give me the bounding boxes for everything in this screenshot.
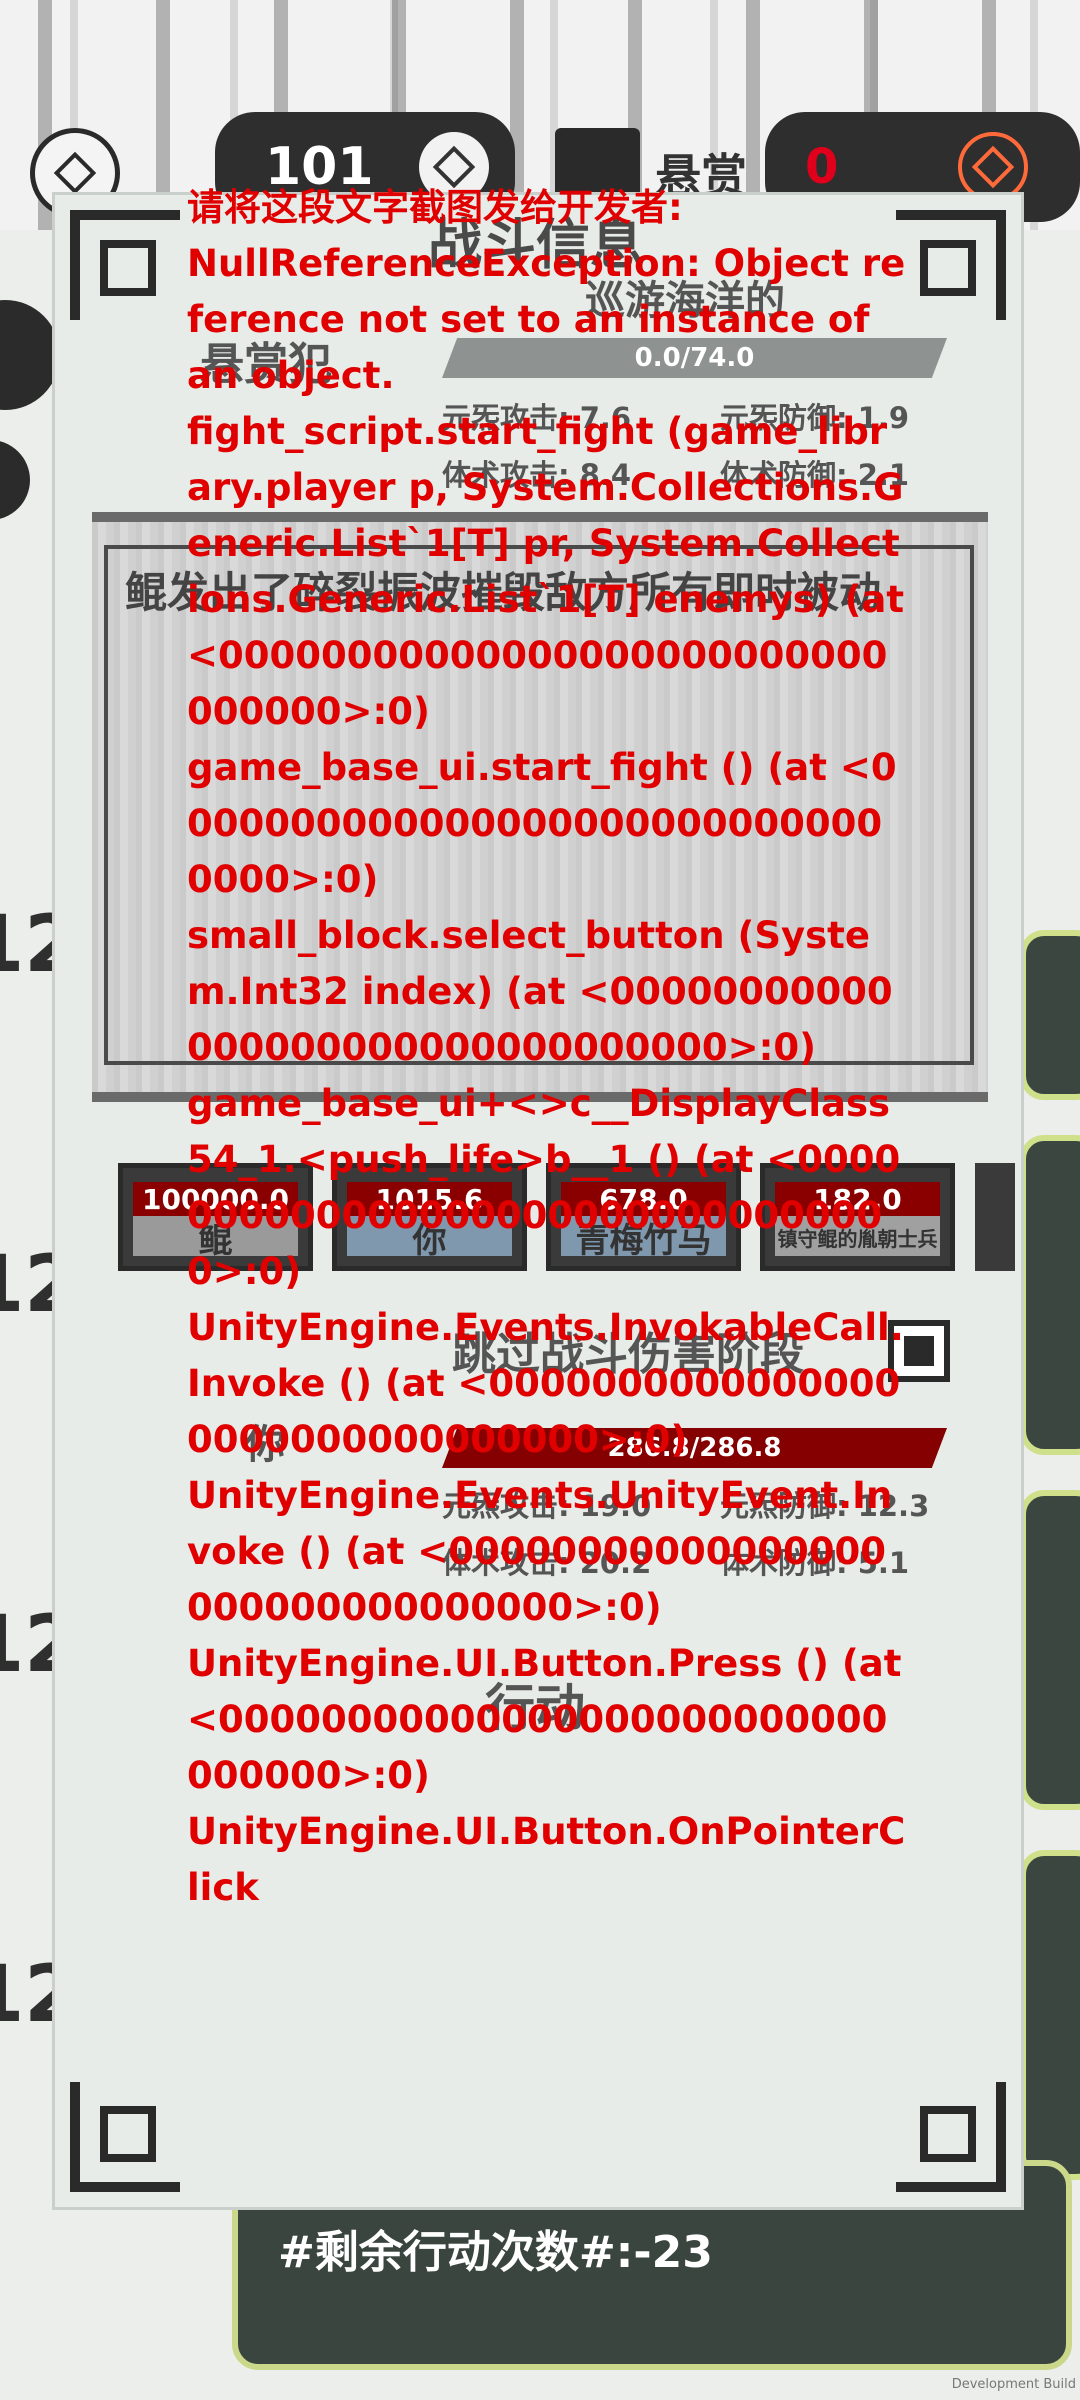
action-button[interactable]: 行动: [485, 1679, 585, 1737]
unit-card-partial[interactable]: [975, 1163, 1015, 1271]
side-tab[interactable]: [1020, 1850, 1080, 2180]
enemy-name: 巡游海洋的: [585, 278, 785, 324]
battle-message-box: [92, 512, 988, 1102]
checkbox-icon[interactable]: [888, 1320, 950, 1382]
unit-name: 你: [412, 1220, 447, 1261]
unit-hp: 678.0: [561, 1182, 726, 1216]
unit-name: 鲲: [198, 1220, 233, 1261]
remaining-actions: #剩余行动次数#:-23: [278, 2227, 713, 2278]
player-hp-bar: 286.8/286.8: [442, 1428, 947, 1468]
panel-title: 战斗信息: [428, 213, 644, 276]
unit-card[interactable]: 1015.6 你: [332, 1163, 527, 1271]
enemy-body-atk: 体术攻击: 8.4: [442, 458, 632, 492]
unit-hp: 1015.6: [347, 1182, 512, 1216]
battle-message: 鲲发出了碎裂振波摧毁敌方所有即时被动: [125, 568, 882, 617]
unit-hp: 182.0: [775, 1182, 940, 1216]
side-tab[interactable]: [1020, 1490, 1080, 1810]
player-body-atk: 体术攻击: 20.2: [442, 1546, 652, 1580]
unit-hp: 100000.0: [133, 1182, 298, 1216]
player-elem-def: 元炁防御: 12.3: [720, 1489, 930, 1523]
corner-ornament-icon: [70, 210, 180, 320]
player-name: 你: [245, 1422, 285, 1468]
unit-name: 镇守鲲的胤朝士兵: [777, 1226, 938, 1251]
unit-card[interactable]: 182.0 镇守鲲的胤朝士兵: [760, 1163, 955, 1271]
diamond-icon: [53, 151, 97, 195]
enemy-hp-bar: 0.0/74.0: [442, 338, 947, 378]
battle-message-frame: [104, 545, 974, 1065]
side-decoration: [0, 300, 60, 410]
corner-ornament-icon: [896, 2082, 1006, 2192]
enemy-body-def: 体术防御: 2.1: [720, 458, 910, 492]
side-decoration: [0, 440, 30, 520]
coins-diamond-icon[interactable]: [418, 132, 489, 202]
unit-name: 青梅竹马: [575, 1220, 712, 1261]
skip-damage-label: 跳过战斗伤害阶段: [452, 1329, 804, 1380]
side-tab[interactable]: [1020, 1135, 1080, 1455]
side-tab[interactable]: [1020, 930, 1080, 1100]
corner-ornament-icon: [896, 210, 1006, 320]
corner-ornament-icon: [70, 2082, 180, 2192]
bounty-value: 0: [805, 139, 839, 195]
unit-card[interactable]: 678.0 青梅竹马: [546, 1163, 741, 1271]
error-log: 请将这段文字截图发给开发者: NullReferenceException: O…: [187, 186, 906, 1909]
enemy-elem-atk: 元炁攻击: 7.6: [442, 401, 632, 435]
player-elem-atk: 元炁攻击: 19.0: [442, 1489, 652, 1523]
coins-value: 101: [265, 137, 374, 197]
unit-card[interactable]: 100000.0 鲲: [118, 1163, 313, 1271]
enemy-title: 悬赏犯: [200, 339, 332, 390]
enemy-elem-def: 元炁防御: 1.9: [720, 401, 910, 435]
dev-build-label: Development Build: [951, 2377, 1076, 2392]
player-body-def: 体术防御: 5.1: [720, 1546, 910, 1580]
